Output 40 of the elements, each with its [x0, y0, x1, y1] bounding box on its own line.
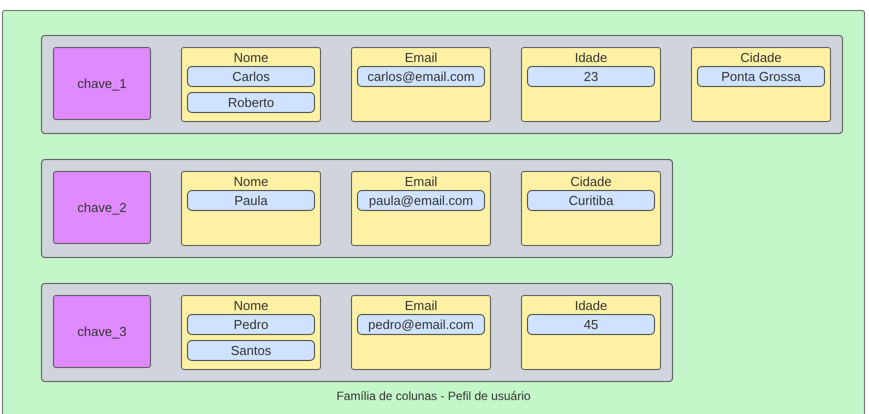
value-field: 45: [527, 314, 655, 335]
value-field: carlos@email.com: [357, 66, 485, 87]
value-field: Ponta Grossa: [697, 66, 825, 87]
column-name: Nome: [234, 298, 268, 313]
value-field: Roberto: [187, 92, 315, 113]
column-name: Email: [404, 50, 438, 65]
column-card: [521, 47, 661, 122]
column-card: [691, 47, 831, 122]
column-card: [351, 171, 491, 246]
column-name: Cidade: [740, 50, 782, 65]
column-card: [351, 47, 491, 122]
value-field: 23: [527, 66, 655, 87]
row-key-box: chave_2: [53, 171, 151, 244]
row-panel: [41, 283, 673, 382]
column-name: Email: [404, 174, 438, 189]
row-key-box: chave_3: [53, 295, 151, 368]
column-card: [181, 47, 321, 122]
value-field: Pedro: [187, 314, 315, 335]
column-name: Nome: [234, 174, 268, 189]
column-name: Cidade: [570, 174, 612, 189]
column-name: Nome: [234, 50, 268, 65]
row-panel: [41, 35, 843, 134]
column-name: Idade: [574, 50, 608, 65]
row-key-box: chave_1: [53, 47, 151, 120]
column-card: [181, 171, 321, 246]
value-field: pedro@email.com: [357, 314, 485, 335]
value-field: Santos: [187, 340, 315, 361]
value-field: Curitiba: [527, 190, 655, 211]
column-name: Email: [404, 298, 438, 313]
column-family-panel: [2, 10, 865, 414]
column-name: Idade: [574, 298, 608, 313]
column-card: [521, 295, 661, 370]
value-field: Paula: [187, 190, 315, 211]
row-panel: [41, 159, 673, 258]
value-field: Carlos: [187, 66, 315, 87]
panel-caption: Família de colunas - Pefil de usuário: [336, 389, 531, 403]
column-card: [181, 295, 321, 370]
column-card: [351, 295, 491, 370]
value-field: paula@email.com: [357, 190, 485, 211]
column-card: [521, 171, 661, 246]
